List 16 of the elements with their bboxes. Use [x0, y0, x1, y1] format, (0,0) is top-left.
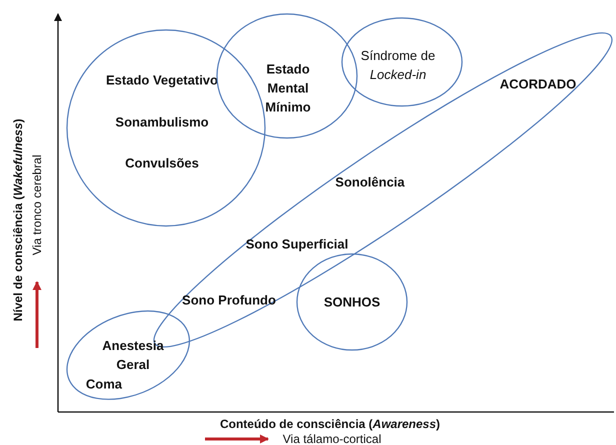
state-label: ACORDADO: [498, 75, 578, 94]
axis-title: Conteúdo de consciência (Awareness): [220, 417, 440, 431]
state-label: Sonambulismo: [114, 114, 210, 132]
axis-title: Nível de consciência (Wakefulness): [11, 118, 25, 322]
state-label: Convulsões: [124, 154, 200, 172]
state-label: Anestesia Geral: [101, 336, 165, 374]
axis-note: Via tálamo-cortical: [282, 432, 382, 445]
state-label: SONHOS: [322, 294, 382, 312]
state-label: Sonolência: [334, 173, 406, 192]
state-label: Estado Mental Mínimo: [264, 60, 312, 116]
axis-note: Via tronco cerebral: [30, 154, 44, 256]
state-label: Sono Superficial: [244, 235, 350, 254]
state-label: Coma: [84, 375, 124, 394]
state-label: Sono Profundo: [181, 291, 277, 310]
state-label: Síndrome de Locked-in: [360, 47, 436, 84]
state-label: Estado Vegetativo: [105, 72, 219, 90]
